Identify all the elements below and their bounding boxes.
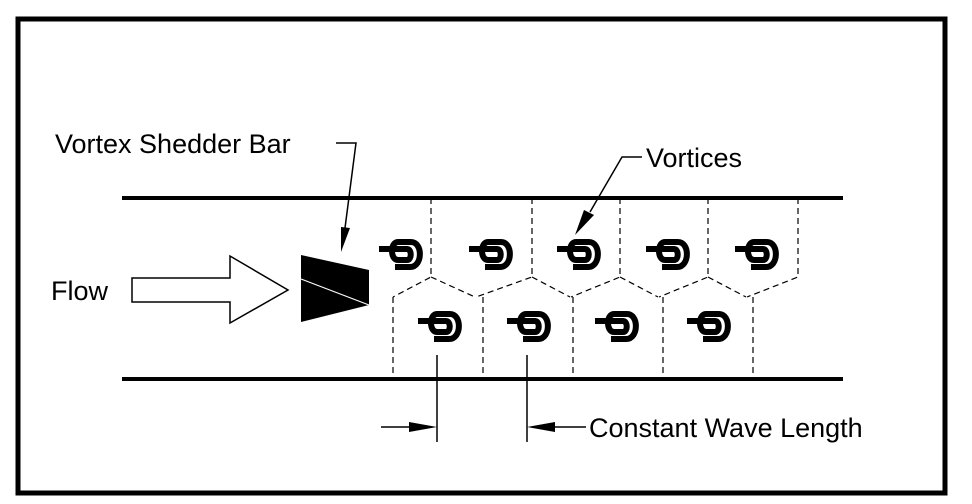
shedder-bar xyxy=(300,255,370,322)
shedder-leader-arrowhead xyxy=(341,227,350,252)
wavelength-label: Constant Wave Length xyxy=(589,413,863,443)
vortices-top-row xyxy=(379,242,776,267)
wavelength-arrow-right xyxy=(527,422,555,432)
wavelength-dimension xyxy=(381,355,586,442)
vortices-label: Vortices xyxy=(646,143,742,173)
wavelength-arrow-left xyxy=(409,422,437,432)
flow-label: Flow xyxy=(51,276,109,306)
shedder-label: Vortex Shedder Bar xyxy=(55,129,291,159)
vortex-cell-boundaries xyxy=(392,198,799,379)
diagram-border xyxy=(15,16,948,496)
vortices-leader-arrowhead xyxy=(575,210,594,235)
vortices-leader-line xyxy=(589,156,642,213)
shedder-leader-line xyxy=(336,142,357,229)
flow-arrow xyxy=(131,254,290,325)
